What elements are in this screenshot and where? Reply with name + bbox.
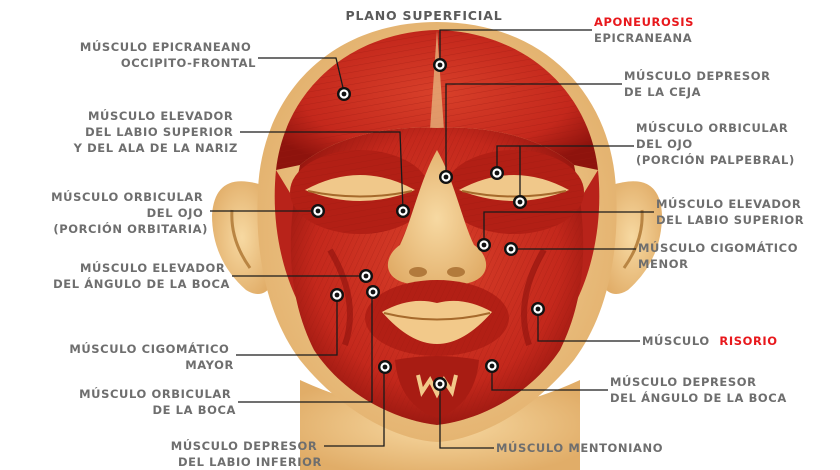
label-line: MÚSCULO ORBICULAR — [51, 189, 203, 204]
label-line: DEL LABIO SUPERIOR — [656, 213, 804, 227]
svg-text:MÚSCULO ELEVADOR DEL LAB: MÚSCULO ELEVADOR DEL LABIO SUPERIOR Y DE… — [73, 108, 238, 155]
label-line: DEL ÁNGULO DE LA BOCA — [610, 390, 787, 405]
label-line: MAYOR — [185, 358, 234, 372]
svg-text:MÚSCULO ELEVADOR DEL LAB: MÚSCULO ELEVADOR DEL LABIO SUPERIOR — [656, 196, 806, 227]
label-line: MÚSCULO ORBICULAR — [79, 386, 231, 401]
svg-text:APONEUROSIS EPICRANEANA: APONEUROSIS EPICRANEANA — [594, 15, 699, 45]
label-line: MÚSCULO ELEVADOR — [656, 196, 801, 211]
label-line: DEL LABIO SUPERIOR — [85, 125, 233, 139]
label-line: DEL ÁNGULO DE LA BOCA — [53, 276, 230, 291]
svg-text:MÚSCULO RISORIO: MÚSCULO RISORIO — [642, 333, 778, 348]
pin-marker — [366, 285, 380, 299]
label-line: DEL OJO — [147, 206, 204, 220]
label-line-highlight: APONEUROSIS — [594, 15, 694, 29]
pin-marker — [433, 377, 447, 391]
label-line: MÚSCULO DEPRESOR — [610, 374, 757, 389]
pin-marker — [359, 269, 373, 283]
svg-text:MÚSCULO ELEVADOR DEL ÁNG: MÚSCULO ELEVADOR DEL ÁNGULO DE LA BOCA — [53, 260, 230, 291]
pin-marker — [433, 58, 447, 72]
label-line: MÚSCULO ORBICULAR — [636, 120, 788, 135]
label-line: MÚSCULO DEPRESOR — [171, 438, 318, 453]
label-line: DEL OJO — [636, 137, 693, 151]
pin-marker — [311, 204, 325, 218]
label-line: MENOR — [638, 257, 689, 271]
label-line: DE LA CEJA — [624, 85, 701, 99]
label-line: MÚSCULO EPICRANEANO — [80, 39, 251, 54]
svg-text:MÚSCULO ORBICULAR DE LA: MÚSCULO ORBICULAR DE LA BOCA — [79, 386, 236, 417]
label-line: (PORCIÓN ORBITARIA) — [53, 221, 208, 236]
label-line: MÚSCULO ELEVADOR — [80, 260, 225, 275]
svg-text:MÚSCULO DEPRESOR DEL ÁNG: MÚSCULO DEPRESOR DEL ÁNGULO DE LA BOCA — [610, 374, 787, 405]
svg-text:MÚSCULO ORBICULAR DEL OJ: MÚSCULO ORBICULAR DEL OJO (PORCIÓN PALPE… — [636, 120, 795, 167]
label-line: DEL LABIO INFERIOR — [178, 455, 322, 469]
pin-marker — [504, 242, 518, 256]
svg-text:MÚSCULO CIGOMÁTICO MENOR: MÚSCULO CIGOMÁTICO MENOR — [638, 240, 803, 271]
label-line: Y DEL ALA DE LA NARIZ — [73, 141, 238, 155]
svg-text:MÚSCULO DEPRESOR DEL LAB: MÚSCULO DEPRESOR DEL LABIO INFERIOR — [171, 438, 322, 469]
pin-marker — [513, 195, 527, 209]
pin-marker — [330, 288, 344, 302]
label-line-highlight: RISORIO — [719, 334, 777, 348]
label-line: MÚSCULO CIGOMÁTICO — [69, 341, 229, 356]
label-line: MÚSCULO CIGOMÁTICO — [638, 240, 798, 255]
label-line: MÚSCULO MENTONIANO — [496, 440, 663, 455]
svg-text:MÚSCULO ORBICULAR DEL OJ: MÚSCULO ORBICULAR DEL OJO (PORCIÓN ORBIT… — [51, 189, 208, 236]
pin-marker — [337, 87, 351, 101]
label-line: MÚSCULO DEPRESOR — [624, 68, 771, 83]
label-line: EPICRANEANA — [594, 31, 692, 45]
pin-marker — [378, 360, 392, 374]
head-illustration — [212, 22, 662, 470]
label-line: MÚSCULO ELEVADOR — [88, 108, 233, 123]
svg-text:MÚSCULO CIGOMÁTICO MAYOR: MÚSCULO CIGOMÁTICO MAYOR — [69, 341, 234, 372]
label-line: DE LA BOCA — [152, 403, 236, 417]
svg-text:MÚSCULO EPICRANEANO OCCI: MÚSCULO EPICRANEANO OCCIPITO-FRONTAL — [80, 39, 256, 70]
pin-marker — [439, 170, 453, 184]
pin-marker — [477, 238, 491, 252]
pin-marker — [490, 166, 504, 180]
diagram-title: PLANO SUPERFICIAL — [346, 8, 503, 23]
svg-text:MÚSCULO DEPRESOR DE LA C: MÚSCULO DEPRESOR DE LA CEJA — [624, 68, 775, 99]
label-line: MÚSCULO — [642, 333, 710, 348]
label-line: (PORCIÓN PALPEBRAL) — [636, 152, 795, 167]
pin-marker — [485, 359, 499, 373]
pin-marker — [531, 302, 545, 316]
pin-marker — [396, 204, 410, 218]
label-line: OCCIPITO-FRONTAL — [121, 56, 256, 70]
